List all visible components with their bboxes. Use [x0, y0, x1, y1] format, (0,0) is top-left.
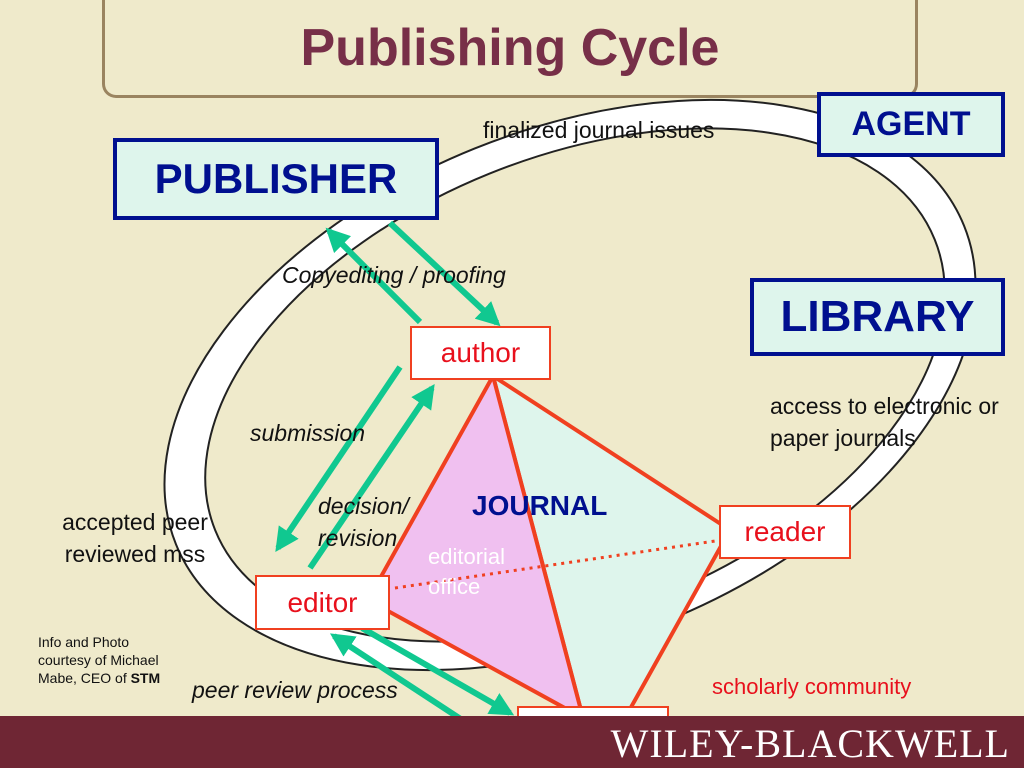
publisher-box: PUBLISHER	[113, 138, 439, 220]
journal-left-face	[366, 374, 585, 720]
editorial-office-label: editorial office	[428, 544, 506, 599]
journal-label: JOURNAL	[472, 490, 608, 521]
peer-review-label: peer review process	[192, 677, 398, 703]
accepted-mss-label: accepted peer reviewed mss	[62, 509, 208, 567]
editor-box: editor	[255, 575, 390, 630]
photo-credits: Info and Photo courtesy of Michael Mabe,…	[38, 633, 168, 687]
arrow-publisher-to-author	[387, 220, 501, 327]
wiley-blackwell-logo: WILEY-BLACKWELL	[610, 721, 1010, 766]
library-box: LIBRARY	[750, 278, 1005, 356]
author-box: author	[410, 326, 551, 380]
access-journals-label: access to electronic or paper journals	[770, 393, 999, 451]
page-title: Publishing Cycle	[300, 18, 720, 77]
reader-box: reader	[719, 505, 851, 559]
footer-band	[0, 716, 1024, 768]
finalized-issues-label: finalized journal issues	[483, 117, 715, 143]
arrow-editor-to-referee	[360, 625, 515, 716]
submission-label: submission	[250, 420, 366, 446]
arrow-editor-to-author	[307, 384, 435, 570]
title-box: Publishing Cycle	[102, 0, 918, 98]
arrow-author-to-publisher	[325, 227, 423, 325]
credits-text: Info and Photo courtesy of Michael Mabe,…	[38, 634, 159, 686]
credits-org: STM	[130, 670, 161, 686]
copyediting-label: Copyediting / proofing	[282, 262, 506, 288]
agent-box: AGENT	[817, 92, 1005, 157]
arrow-author-to-editor	[275, 365, 403, 552]
decision-revision-label: decision/ revision	[318, 493, 409, 551]
scholarly-community-label: scholarly community	[712, 674, 912, 699]
